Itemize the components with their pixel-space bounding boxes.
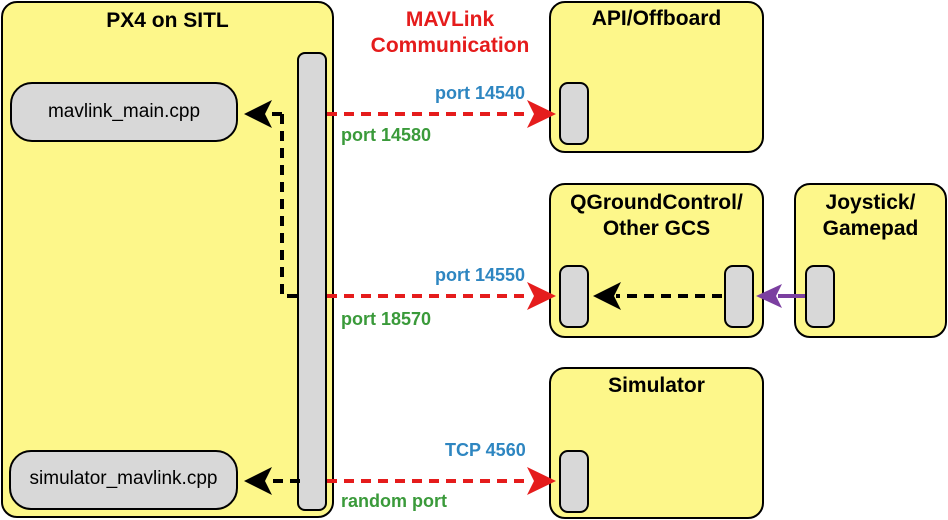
api-port-endpoint xyxy=(559,82,589,145)
qgc-local-port-label: port 18570 xyxy=(341,309,432,329)
simulator-mavlink-module xyxy=(9,450,238,510)
simulator-port-endpoint xyxy=(559,450,589,513)
qgc-mavlink-arrowhead xyxy=(527,282,556,310)
qgc-internal-arrowhead xyxy=(593,282,621,310)
api-local-port-label: port 14580 xyxy=(341,125,432,145)
api-mavlink-arrowhead xyxy=(527,100,556,128)
qgc-joystick-input-endpoint xyxy=(724,265,754,328)
qgc-port-endpoint xyxy=(559,265,589,328)
internal-route-line xyxy=(280,114,300,298)
api-remote-port-label: port 14540 xyxy=(435,83,526,103)
sim-local-port-label: random port xyxy=(341,491,447,511)
simulator-mavlink-arrowhead xyxy=(244,467,272,495)
qgc-title: QGroundControl/ Other GCS xyxy=(570,191,743,240)
mavlink-main-arrowhead xyxy=(244,100,272,128)
simulator-title: Simulator xyxy=(608,374,705,397)
px4-network-bus xyxy=(297,52,327,511)
mavlink-main-label: mavlink_main.cpp xyxy=(47,101,201,122)
simulator-mavlink-label: simulator_mavlink.cpp xyxy=(29,468,218,489)
px4-sitl-title: PX4 on SITL xyxy=(106,9,229,32)
joystick-output-endpoint xyxy=(805,265,835,328)
sim-remote-port-label: TCP 4560 xyxy=(445,440,526,460)
qgc-remote-port-label: port 14550 xyxy=(435,265,526,285)
joystick-arrowhead xyxy=(756,284,782,308)
sim-mavlink-arrowhead xyxy=(527,467,556,495)
mavlink-main-module xyxy=(10,82,238,142)
joystick-title: Joystick/ Gamepad xyxy=(822,191,919,240)
api-offboard-title: API/Offboard xyxy=(591,7,722,30)
mavlink-communication-heading: MAVLink Communication xyxy=(370,8,530,57)
